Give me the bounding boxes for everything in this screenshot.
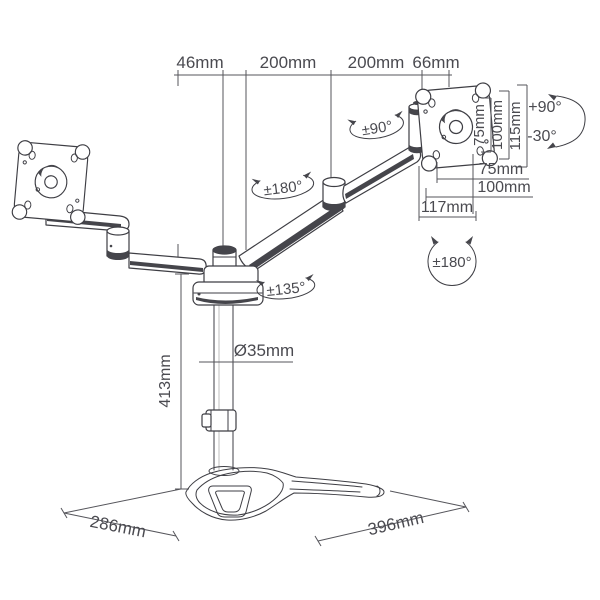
top-dimension-ticks: [177, 70, 450, 80]
dim-base-width-label: 396mm: [366, 508, 426, 539]
footprint-dimensions: 286mm 396mm: [60, 488, 470, 547]
rotation-indicator-arm-lower: ±135°: [255, 274, 316, 300]
right-arm-link-upper: [342, 145, 422, 204]
pole-column: [213, 304, 234, 471]
left-arm-assembly: [11, 138, 207, 275]
tilt-up-label: +90°: [528, 99, 562, 116]
base-outline: [185, 467, 385, 521]
dim-v115mm-label: 115mm: [507, 102, 524, 151]
dim-200mm-right-label: 200mm: [348, 53, 405, 72]
vesa-swivel-label: ±90°: [360, 118, 393, 140]
cable-clip: [201, 409, 237, 432]
dim-pole-diameter-label: Ø35mm: [234, 341, 294, 360]
plate-rotation-label: ±180°: [432, 254, 471, 271]
pole-height-dimension: 413mm: [157, 273, 189, 490]
dim-h100mm-label: 100mm: [477, 179, 530, 196]
base-inner-contour: [195, 470, 284, 516]
arm-upper-rotation-label: ±180°: [263, 178, 304, 200]
pole-top-cap: [212, 245, 237, 271]
base-width-dimension: 396mm: [314, 501, 470, 547]
arm-lower-rotation-label: ±135°: [266, 279, 307, 300]
base-front-window: [208, 485, 252, 518]
dim-200mm-left-label: 200mm: [260, 53, 317, 72]
base-foot-contours: [289, 480, 381, 497]
left-elbow-joint: [106, 226, 130, 260]
base-depth-dimension: 286mm: [60, 507, 180, 541]
rotation-indicator-vesa-swivel: ±90°: [347, 110, 404, 140]
dim-v100mm-label: 100mm: [489, 100, 506, 150]
pole-diameter-dimension: Ø35mm: [199, 341, 294, 363]
tilt-down-label: -30°: [527, 128, 557, 145]
vesa-vertical-dimensions: 75mm 100mm 115mm: [471, 84, 528, 168]
dim-h117mm-label: 117mm: [421, 199, 473, 216]
dim-46mm-label: 46mm: [176, 53, 223, 72]
left-arm-link-lower: [128, 252, 207, 275]
dim-v75mm-label: 75mm: [471, 104, 488, 146]
dim-66mm-label: 66mm: [412, 53, 459, 72]
tilt-indicator: +90° -30°: [527, 94, 586, 149]
pole-collar: [192, 265, 264, 306]
vesa-horizontal-dimensions: 75mm 100mm 117mm: [418, 154, 533, 221]
vesa-plate-left: [11, 138, 92, 226]
base: [185, 466, 385, 521]
rotation-indicator-arm-upper: ±180°: [251, 171, 315, 200]
dim-pole-height-label: 413mm: [157, 354, 174, 407]
right-elbow-joint: [322, 176, 346, 211]
dim-h75mm-label: 75mm: [479, 161, 523, 178]
dim-base-depth-label: 286mm: [88, 512, 147, 541]
pole-assembly: [192, 245, 264, 471]
right-arm-assembly: [238, 81, 499, 272]
rotation-indicator-plate-rotate: ±180°: [427, 236, 477, 286]
base-front-window-inner: [215, 490, 245, 513]
